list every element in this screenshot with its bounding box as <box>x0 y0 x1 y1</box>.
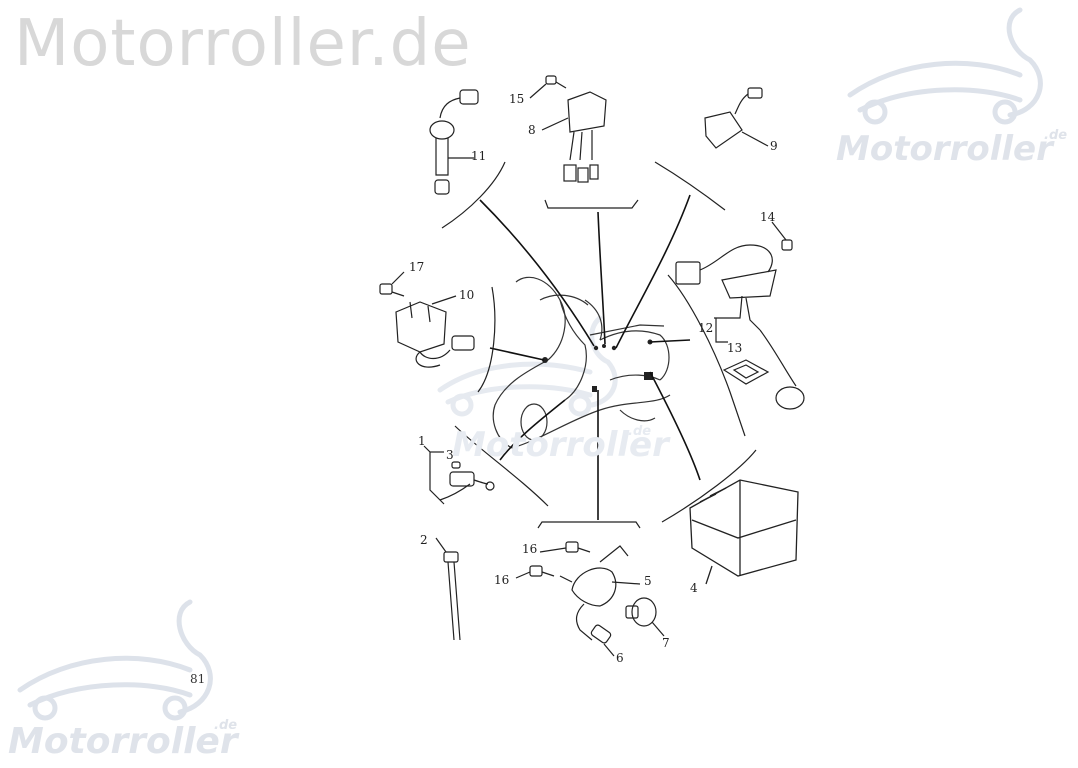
watermark-brand-top-right: Motorroller <box>836 129 1053 169</box>
callout-14: 14 <box>760 210 776 224</box>
scooter-body-outline <box>492 276 671 449</box>
part-10-cdi-unit <box>395 295 475 368</box>
watermark-suffix-top-right: .de <box>1044 128 1068 143</box>
part-4-battery <box>689 479 799 585</box>
part-14-screw <box>771 221 793 251</box>
callout-5: 5 <box>644 574 652 588</box>
watermark-motorroller-de: Motorroller.de <box>14 7 472 81</box>
part-9-switch <box>704 87 769 149</box>
callout-10: 10 <box>459 288 475 302</box>
callout-3: 3 <box>446 448 454 462</box>
callout-7: 7 <box>662 636 670 650</box>
callout-12: 12 <box>698 321 714 335</box>
part-16-screws <box>515 541 591 579</box>
watermark-brand-center: Motorroller <box>452 425 669 465</box>
callout-4: 4 <box>690 581 698 595</box>
watermark-suffix-center: .de <box>628 424 652 439</box>
callout-9: 9 <box>770 139 778 153</box>
part-2-cable-tie <box>435 537 461 641</box>
callout-2: 2 <box>420 533 428 547</box>
part-7-cap <box>625 597 665 637</box>
callout-17: 17 <box>409 260 425 274</box>
scooter-logo-watermark-top-right <box>847 7 1043 125</box>
part-5-ignition-coil <box>559 545 641 607</box>
callout-13: 13 <box>727 341 743 355</box>
part-15-screw <box>529 75 567 99</box>
group-brackets <box>441 161 757 529</box>
part-12-fuel-sender <box>675 244 805 410</box>
part-11-switch <box>429 89 479 195</box>
part-17-screw <box>379 271 405 297</box>
callout-16-upper: 16 <box>522 542 538 556</box>
watermark-suffix-bottom-left: .de <box>214 718 238 733</box>
scooter-logo-watermark-bottom-left <box>17 599 213 721</box>
scooter-logo-watermark-center <box>437 315 618 417</box>
callout-11: 11 <box>471 149 487 163</box>
connection-points <box>542 339 653 392</box>
leader-lines <box>479 194 701 520</box>
part-6-plug-cap <box>575 603 615 657</box>
part-1-3-wiring <box>423 445 495 505</box>
callout-1: 1 <box>418 434 426 448</box>
callout-16-lower: 16 <box>494 573 510 587</box>
part-13-gasket <box>722 359 770 385</box>
part-8-relay <box>541 91 607 183</box>
page-number: 81 <box>190 672 206 686</box>
callout-15: 15 <box>509 92 525 106</box>
callout-8: 8 <box>528 123 536 137</box>
callout-6: 6 <box>616 651 624 665</box>
watermark-brand-bottom-left: Motorroller <box>8 721 238 762</box>
